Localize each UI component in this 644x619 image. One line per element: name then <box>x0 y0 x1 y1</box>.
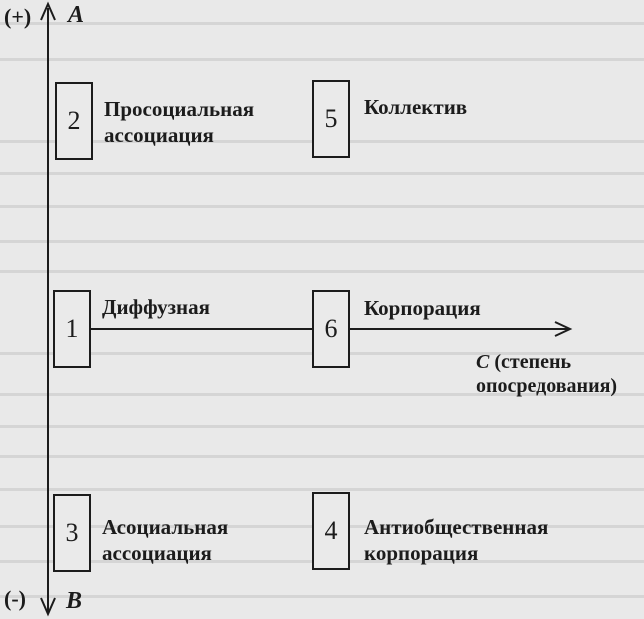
node-label-5-line1: Коллектив <box>364 95 468 119</box>
axis-c-label: C (степень опосредования) <box>476 350 617 398</box>
node-box-6: 6 <box>312 290 350 368</box>
node-box-5: 5 <box>312 80 350 158</box>
node-box-1: 1 <box>53 290 91 368</box>
node-label-4-line1: Антиобщественная <box>364 515 549 539</box>
node-number-6: 6 <box>324 314 338 343</box>
node-label-3-line1: Асоциальная <box>102 515 229 539</box>
node-number-5: 5 <box>324 104 338 133</box>
node-box-3: 3 <box>53 494 91 572</box>
node-number-1: 1 <box>65 314 79 343</box>
node-label-4-line2: корпорация <box>364 541 479 565</box>
node-label-1-line1: Диффузная <box>102 295 210 319</box>
axis-letter-b: B <box>66 588 83 614</box>
axis-c-line1: (степень <box>494 351 572 373</box>
node-label-3: Асоциальная ассоциация <box>102 514 228 566</box>
axis-letter-c: C <box>476 351 490 373</box>
node-label-2-line1: Просоциальная <box>104 97 255 121</box>
axis-c-line2: опосредования) <box>476 375 618 397</box>
node-box-2: 2 <box>55 82 93 160</box>
vertical-axis-arrow-top <box>40 1 56 21</box>
node-number-3: 3 <box>65 518 79 547</box>
node-label-6-line1: Корпорация <box>364 296 481 320</box>
top-sign: (+) <box>4 4 32 29</box>
node-label-3-line2: ассоциация <box>102 541 212 565</box>
node-number-2: 2 <box>67 106 81 135</box>
bottom-sign: (-) <box>4 586 26 611</box>
node-label-2-line2: ассоциация <box>104 123 214 147</box>
node-label-1: Диффузная <box>102 294 210 320</box>
node-box-4: 4 <box>312 492 350 570</box>
node-label-5: Коллектив <box>364 94 467 120</box>
node-label-2: Просоциальная ассоциация <box>104 96 254 148</box>
axis-letter-a: A <box>68 2 85 28</box>
vertical-axis-arrow-bottom <box>40 597 56 617</box>
horizontal-axis-arrow <box>554 321 573 337</box>
node-number-4: 4 <box>324 516 338 545</box>
node-label-6: Корпорация <box>364 295 481 321</box>
node-label-4: Антиобщественная корпорация <box>364 514 548 566</box>
